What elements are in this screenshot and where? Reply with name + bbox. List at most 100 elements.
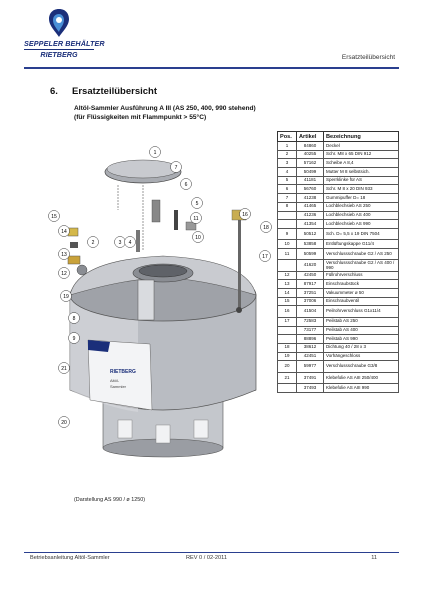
callout-number: 8 [73,316,76,322]
parts-table-header: Pos. Artikel Bezeichnung [277,131,399,142]
cell-pos: 10 [277,239,297,249]
cell-description: Einschraubventil [323,296,399,307]
callout-number: 9 [73,336,76,342]
cell-article: 87917 [296,279,324,290]
callout-number: 14 [61,229,67,235]
cell-pos: 4 [277,167,297,177]
cell-article: 59977 [296,360,324,373]
section-number: 6. [50,86,58,97]
col-pos-header: Pos. [277,131,297,142]
cell-pos: 17 [277,316,297,327]
cell-article: 41504 [296,305,324,318]
callout-6: 6 [180,178,192,190]
callout-9: 9 [68,332,80,344]
cell-pos [277,383,297,393]
cell-article: 56760 [296,184,324,195]
cell-pos: 2 [277,149,297,160]
cell-description: Klebefolie AS AIII 990 [323,383,399,393]
cell-description: Peilstab AS 990 [323,334,399,344]
cell-article: 73177 [296,325,324,336]
callout-17: 17 [259,250,271,262]
cell-description: Lochblechsieb AS 250 [323,201,399,212]
cell-description: Sperrklinke für AS [323,175,399,186]
cell-article: 41181 [296,175,324,186]
subtitle-line-1: Altöl-Sammler Ausführung A III (AS 250, … [74,105,256,112]
callout-number: 1 [154,150,157,156]
cell-pos: 9 [277,227,297,241]
cell-description: Verschlussschraube G2 / AS 400 / 990 [323,259,399,272]
footer-revision: REV 0 / 02-2011 [186,555,227,561]
cell-description: Dichtung 40 / 28 x 3 [323,342,399,353]
cell-article: 53858 [296,239,324,249]
cell-article: 40255 [296,149,324,160]
plate-line-2: Sammler [110,384,127,389]
callout-number: 12 [61,271,67,277]
callout-number: 3 [119,240,122,246]
callout-11: 11 [190,212,202,224]
cell-article: 50499 [296,167,324,177]
callout-number: 7 [175,165,178,171]
cell-description: Verschlussschraube G2 / AS 250 [323,247,399,261]
cell-pos: 18 [277,342,297,353]
cell-pos: 1 [277,141,297,151]
callout-20: 20 [58,416,70,428]
drawing-caption: (Darstellung AS 990 / ø 1250) [74,497,146,503]
callout-2: 2 [87,236,99,248]
cell-pos [277,210,297,221]
cell-description: Entlüftungskappe G11/4 [323,239,399,249]
callout-21: 21 [58,362,70,374]
cell-article: 37251 [296,288,324,298]
cell-article: 57162 [296,158,324,169]
cell-description: Verschlussschraube G3/8 [323,360,399,373]
callout-10: 10 [192,231,204,243]
cell-description: Peilstab AS 250 [323,316,399,327]
callout-15: 15 [48,210,60,222]
cell-description: Scheibe A 8,4 [323,158,399,169]
cell-pos: 7 [277,193,297,203]
cell-description: Sch. D= 5,5 x 19 DIN 7504 [323,227,399,241]
callout-7: 7 [170,161,182,173]
cell-pos [277,219,297,229]
callout-16: 16 [239,208,251,220]
lid-assembly [104,159,182,252]
callout-number: 18 [263,225,269,231]
cell-description: Schr. M 8 x 20 DIN 933 [323,184,399,195]
callout-number: 6 [185,182,188,188]
callout-number: 11 [193,216,198,222]
cell-description: Füllrohrverschluss [323,270,399,281]
logo-company-name: SEPPELER BEHÄLTER [24,39,105,48]
cell-pos [277,259,297,272]
cell-description: Deckel [323,141,399,151]
cell-article: 42450 [296,270,324,281]
company-logo: SEPPELER BEHÄLTER RIETBERG [24,8,105,59]
logo-company-city: RIETBERG [24,49,94,59]
callout-number: 5 [196,201,199,207]
callout-13: 13 [58,248,70,260]
cell-pos [277,325,297,336]
callout-number: 4 [129,240,132,246]
cell-pos: 21 [277,371,297,385]
cell-article: 50512 [296,227,324,241]
cell-pos: 6 [277,184,297,195]
cell-description: Gummipuffer D= 18 [323,193,399,203]
callout-number: 13 [61,252,67,258]
subtitle-line-2: (für Flüssigkeiten mit Flammpunkt > 55°C… [74,114,207,121]
